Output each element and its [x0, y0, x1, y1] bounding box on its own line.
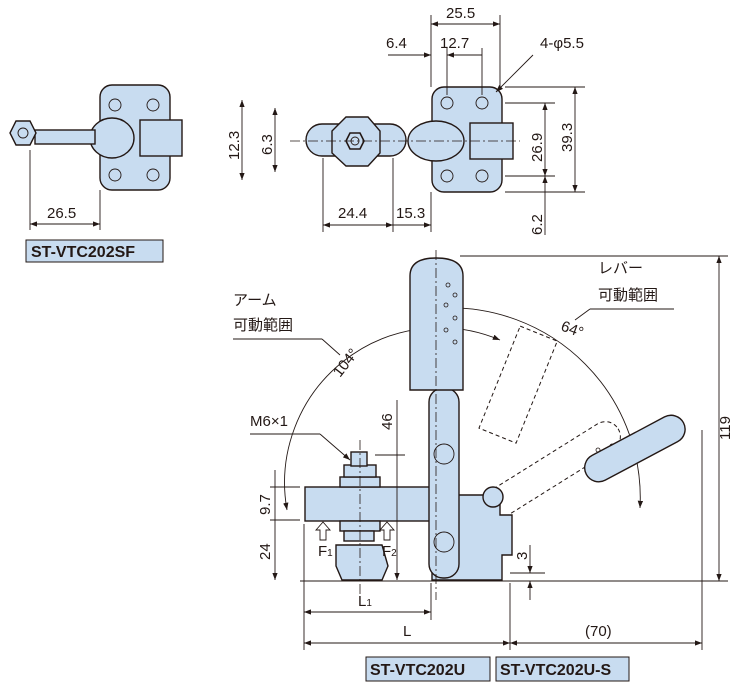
lever-angle: 64° — [559, 318, 586, 342]
dim-26-5: 26.5 — [47, 205, 76, 222]
dim-24: 24 — [257, 543, 274, 560]
dim-12-3: 12.3 — [226, 131, 243, 160]
top-view: 12.3 6.3 24.4 15.3 25.5 6.4 12.7 4-φ5.5 … — [226, 5, 585, 235]
dim-3: 3 — [514, 552, 531, 560]
lever-range-label-1: レバー — [598, 259, 643, 277]
dim-12-7: 12.7 — [440, 35, 469, 52]
dim-39-3: 39.3 — [559, 123, 576, 152]
dim-24-4: 24.4 — [338, 205, 367, 222]
model-label-st-vtc202u-s: ST-VTC202U-S — [500, 662, 611, 679]
force-f2: F2 — [382, 543, 397, 560]
dim-25-5: 25.5 — [446, 5, 475, 22]
lever-range-label-2: 可動範囲 — [598, 286, 658, 304]
dim-15-3: 15.3 — [396, 205, 425, 222]
dim-l: L — [403, 623, 411, 640]
top-left-view: 26.5 ST-VTC202SF — [9, 84, 183, 263]
model-label-st-vtc202u: ST-VTC202U — [370, 662, 465, 679]
hole-spec: 4-φ5.5 — [540, 35, 584, 52]
side-view: アーム 可動範囲 104° レバー 可動範囲 64° M6×1 46 9.7 2… — [233, 250, 734, 682]
dim-6-3: 6.3 — [259, 134, 276, 155]
dim-l1: L1 — [358, 593, 372, 610]
dim-9-7: 9.7 — [257, 494, 274, 515]
dim-119: 119 — [717, 416, 734, 440]
dim-6-4: 6.4 — [386, 35, 407, 52]
force-f1: F1 — [318, 543, 333, 560]
dim-46: 46 — [379, 413, 396, 430]
dim-26-9: 26.9 — [529, 133, 546, 162]
arm-range-label-1: アーム — [233, 291, 277, 309]
arm-range-label-2: 可動範囲 — [233, 316, 293, 334]
dim-6-2: 6.2 — [529, 214, 546, 235]
thread-spec: M6×1 — [250, 413, 288, 430]
model-label-box — [25, 239, 164, 263]
model-label-st-vtc202sf: ST-VTC202SF — [31, 244, 135, 261]
dim-70: (70) — [585, 623, 612, 640]
